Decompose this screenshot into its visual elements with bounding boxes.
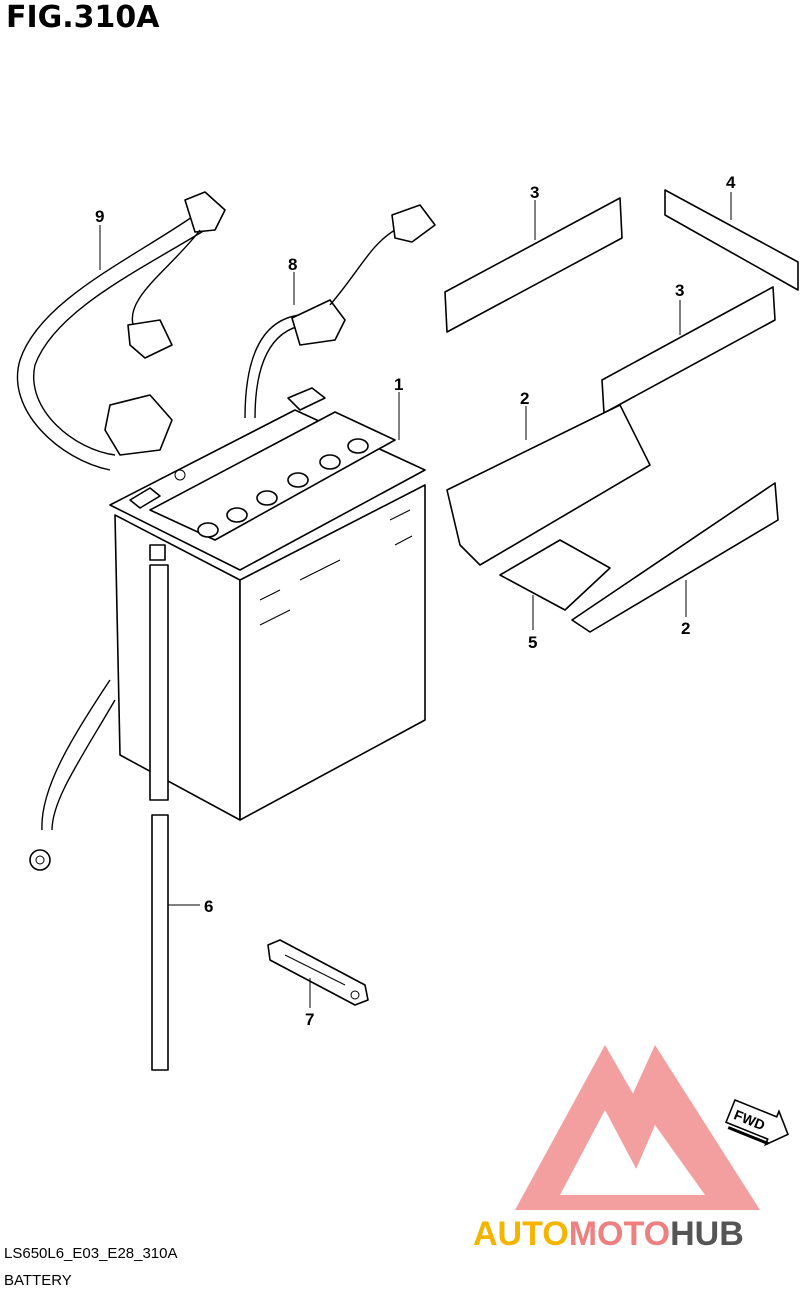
watermark-hub: HUB	[670, 1215, 744, 1253]
callout-9: 9	[95, 207, 104, 226]
fwd-arrow-icon: FWD	[724, 1098, 790, 1147]
callout-3b: 3	[675, 281, 684, 300]
figure-name: BATTERY	[4, 1272, 72, 1289]
leader-lines	[99, 192, 732, 1008]
callout-1: 1	[394, 375, 403, 394]
svg-text:AUTOMOTOHUB: AUTOMOTOHUB	[473, 1215, 744, 1253]
callout-6: 6	[204, 897, 213, 916]
battery	[109, 387, 426, 821]
watermark-logo	[515, 1045, 760, 1210]
callout-4: 4	[726, 173, 736, 192]
battery-plate	[267, 939, 369, 1006]
callout-numbers: 9 8 1 3 4 3 2 5 2 6 7	[95, 173, 736, 1029]
figure-title: FIG.310A	[6, 0, 160, 35]
callout-2a: 2	[520, 389, 529, 408]
callout-8: 8	[288, 255, 297, 274]
watermark-moto: MOTO	[569, 1215, 670, 1253]
battery-holders	[446, 404, 779, 633]
watermark-text: AUTOMOTOHUB	[473, 1215, 744, 1253]
figure-code: LS650L6_E03_E28_310A	[4, 1245, 178, 1262]
starter-wire	[16, 191, 226, 471]
cushion-pads	[444, 189, 799, 414]
callout-5: 5	[528, 633, 537, 652]
ground-lead	[29, 679, 116, 871]
breather-tube	[149, 564, 169, 1071]
callout-3a: 3	[530, 183, 539, 202]
callout-2b: 2	[681, 619, 690, 638]
watermark-auto: AUTO	[473, 1215, 569, 1253]
lead-wire	[244, 204, 436, 419]
callout-7: 7	[305, 1010, 314, 1029]
